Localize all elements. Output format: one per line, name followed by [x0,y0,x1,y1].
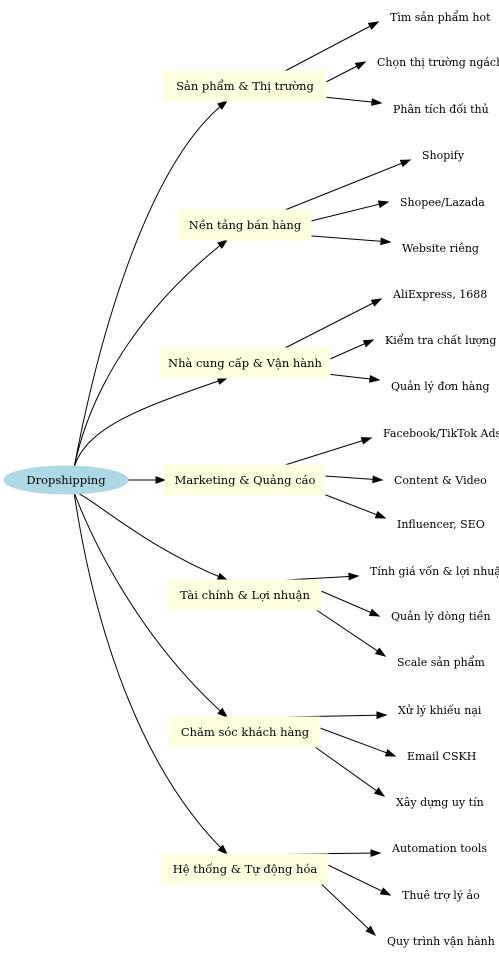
arrowhead-shopify [399,159,412,168]
arrowhead-tai-chinh-loi-nhuan [216,572,229,581]
arrowhead-influencer-seo [374,510,387,519]
edge-marketing-quang-cao-to-content-video [324,475,383,481]
category-label: Nhà cung cấp & Vận hành [168,356,323,370]
leaf-label-quan-ly-don-hang: Quản lý đơn hàng [391,380,489,393]
arrowhead-nen-tang-ban-hang [217,239,229,249]
arrowhead-thue-tro-ly-ao [379,887,392,896]
edge-nen-tang-ban-hang-to-shopify [284,159,411,211]
leaf-label-shopee-lazada: Shopee/Lazada [400,196,485,209]
edge-he-thong-tu-dong-hoa-to-thue-tro-ly-ao [327,864,391,896]
edge-root-to-nha-cung-cap-van-hanh [73,377,228,469]
leaf-label-thue-tro-ly-ao: Thuê trợ lý ảo [402,889,480,902]
leaf-label-automation-tools: Automation tools [391,842,487,855]
edge-root-to-tai-chinh-loi-nhuan [73,491,228,581]
edge-marketing-quang-cao-to-facebook-tiktok-ads [284,437,372,466]
arrowhead-san-pham-thi-truong [217,100,229,110]
category-node-he-thong-tu-dong-hoa [161,853,329,885]
arrowhead-content-video [372,475,384,484]
leaf-label-website-rieng: Website riêng [402,242,479,255]
arrowhead-cham-soc-khach-hang [217,707,229,718]
leaf-label-aliexpress-1688: AliExpress, 1688 [392,288,487,301]
edge-cham-soc-khach-hang-to-email-cskh [319,727,396,757]
leaf-label-content-video: Content & Video [394,474,487,487]
category-node-nen-tang-ban-hang [178,209,312,241]
arrowhead-xay-dung-uy-tin [373,787,386,797]
arrowhead-he-thong-tu-dong-hoa [217,844,229,856]
edge-root-to-san-pham-thi-truong [73,100,228,469]
leaf-label-phan-tich-doi-thu: Phân tích đối thủ [393,103,489,116]
root-node [3,465,129,495]
leaf-label-chon-thi-truong-ngach: Chọn thị trường ngách [377,56,499,69]
arrowhead-website-rieng [380,237,392,246]
arrowhead-nha-cung-cap-van-hanh [216,377,229,385]
leaf-label-tim-san-pham-hot: Tìm sản phẩm hot [390,11,491,24]
leaf-label-tinh-gia-von-loi-nhuan: Tính giá vốn & lợi nhuận [370,565,499,578]
arrowhead-aliexpress-1688 [370,298,383,307]
arrowhead-kiem-tra-chat-luong [362,339,375,348]
category-label: Sản phẩm & Thị trường [176,79,314,93]
edge-he-thong-tu-dong-hoa-to-quy-trinh-van-hanh [315,878,376,936]
category-label: Marketing & Quảng cáo [175,473,316,487]
edge-nha-cung-cap-van-hanh-to-aliexpress-1688 [284,298,382,349]
category-node-tai-chinh-loi-nhuan [168,579,322,611]
arrowhead-marketing-quang-cao [155,476,167,484]
leaf-label-facebook-tiktok-ads: Facebook/TikTok Ads [383,427,499,440]
category-node-marketing-quang-cao [164,464,326,496]
arrowhead-tim-san-pham-hot [367,21,380,30]
arrowhead-shopee-lazada [377,200,390,209]
edges-layer [73,21,412,937]
category-node-nha-cung-cap-van-hanh [159,347,331,379]
edge-root-to-nen-tang-ban-hang [73,239,228,469]
arrowhead-phan-tich-doi-thu [371,98,383,106]
root-label: Dropshipping [26,473,106,487]
category-label: Chăm sóc khách hàng [181,725,310,739]
edge-tai-chinh-loi-nhuan-to-tinh-gia-von-loi-nhuan [284,575,359,581]
arrowhead-quy-trinh-van-hanh [365,925,377,937]
arrowhead-chon-thi-truong-ngach [354,61,367,70]
arrowhead-xu-ly-khieu-nai [376,711,388,720]
arrowhead-email-cskh [384,749,397,757]
leaf-label-quan-ly-dong-tien: Quản lý dòng tiền [391,610,491,623]
arrowhead-tinh-gia-von-loi-nhuan [348,572,360,581]
arrowhead-facebook-tiktok-ads [360,437,373,445]
leaf-label-email-cskh: Email CSKH [407,750,476,763]
edge-san-pham-thi-truong-to-tim-san-pham-hot [284,21,379,72]
leaf-label-quy-trinh-van-hanh: Quy trình vận hành [387,935,495,948]
edge-cham-soc-khach-hang-to-xay-dung-uy-tin [307,741,385,797]
edge-root-to-cham-soc-khach-hang [73,491,228,718]
arrowhead-automation-tools [370,849,382,858]
leaf-label-scale-san-pham: Scale sản phẩm [397,656,485,669]
leaf-label-shopify: Shopify [422,149,465,162]
edge-tai-chinh-loi-nhuan-to-quan-ly-dong-tien [320,590,380,617]
leaf-label-xu-ly-khieu-nai: Xử lý khiếu nại [398,704,482,717]
arrowhead-quan-ly-don-hang [369,375,381,383]
nodes-layer: Dropshipping Sản phẩm & Thị trường Tìm sản… [3,11,499,948]
edge-root-to-he-thong-tu-dong-hoa [73,491,228,855]
category-label: Nền tảng bán hàng [189,218,302,232]
category-node-san-pham-thi-truong [163,70,327,102]
category-node-cham-soc-khach-hang [169,716,321,748]
arrowhead-scale-san-pham [374,647,387,657]
category-label: Tài chính & Lợi nhuận [180,588,310,602]
edge-tai-chinh-loi-nhuan-to-scale-san-pham [308,604,386,657]
arrowhead-quan-ly-dong-tien [368,608,381,617]
leaf-label-xay-dung-uy-tin: Xây dựng uy tín [396,796,484,809]
leaf-label-influencer-seo: Influencer, SEO [397,518,485,531]
edge-nen-tang-ban-hang-to-website-rieng [298,234,391,243]
leaf-label-kiem-tra-chat-luong: Kiểm tra chất lượng [385,333,496,347]
category-label: Hệ thống & Tự động hóa [173,862,318,876]
edge-nen-tang-ban-hang-to-shopee-lazada [310,201,389,222]
